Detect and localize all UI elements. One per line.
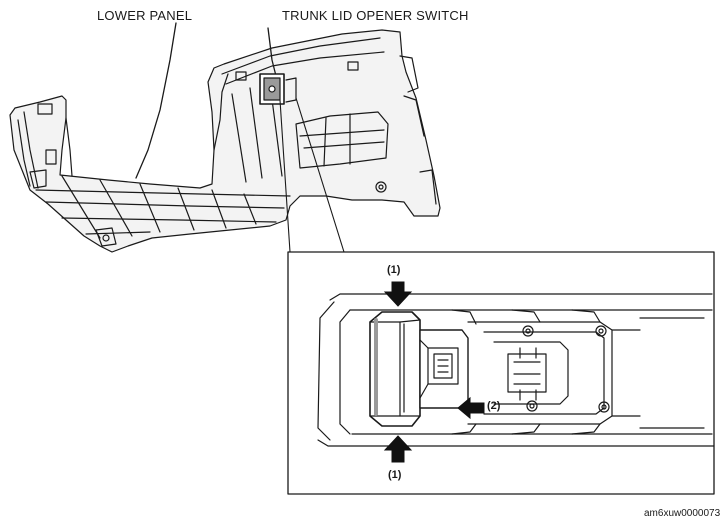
figure-reference-code: am6xuw0000073: [644, 508, 721, 519]
press-arrow-top: [383, 281, 413, 307]
trunk-lid-opener-switch-label: TRUNK LID OPENER SWITCH: [282, 8, 469, 23]
trunk-lid-switch-overview: [259, 27, 297, 105]
magnify-leaders: [279, 97, 345, 253]
lower-panel-label: LOWER PANEL: [97, 8, 193, 23]
arrow-1-bottom-label: (1): [388, 469, 402, 481]
lower-panel-drawing: [9, 22, 441, 253]
bracket: [451, 309, 705, 435]
detail-frame: [287, 251, 715, 495]
pull-arrow-2: [457, 396, 485, 420]
arrow-1-top-label: (1): [387, 264, 401, 276]
connector: [419, 329, 469, 409]
detail-view: [317, 293, 715, 447]
arrow-2-label: (2): [487, 400, 501, 412]
switch-body: [369, 311, 421, 427]
press-arrow-bottom: [383, 435, 413, 463]
